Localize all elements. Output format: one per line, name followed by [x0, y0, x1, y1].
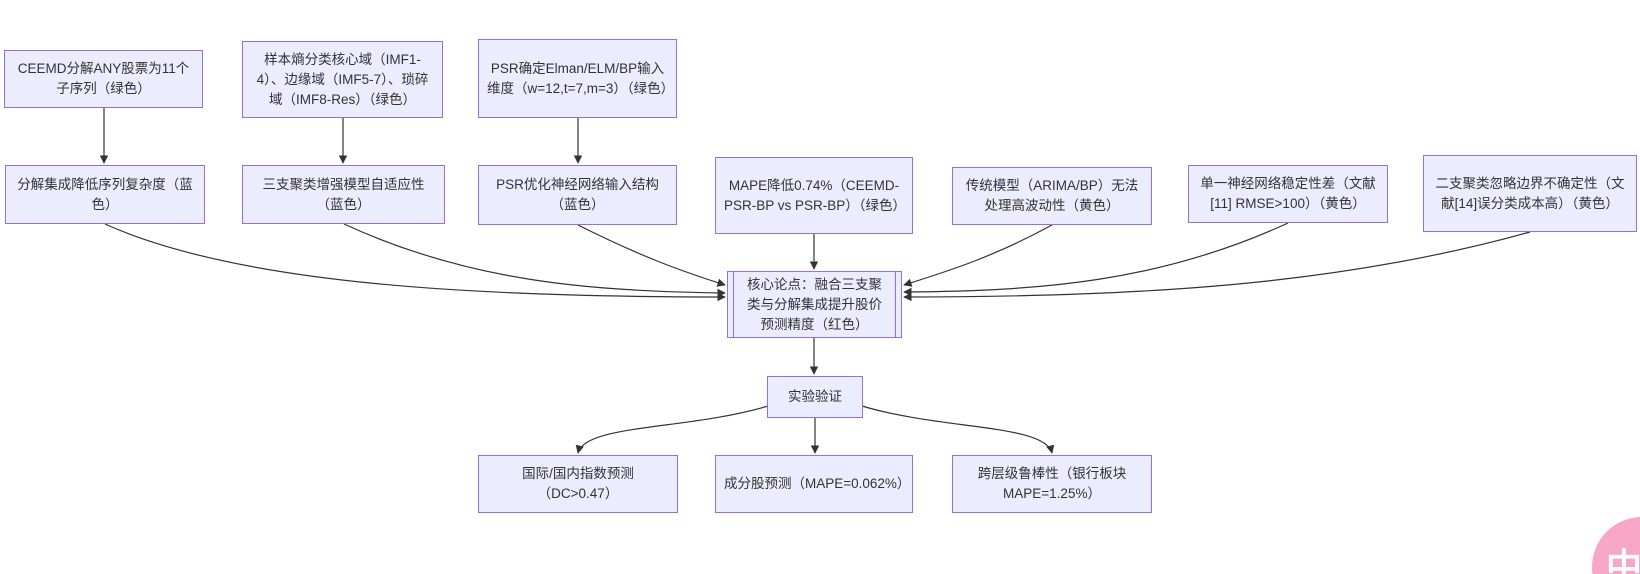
node-psr-input-dimension: PSR确定Elman/ELM/BP输入维度（w=12,t=7,m=3）（绿色）: [478, 39, 677, 118]
node-three-way-adaptivity: 三支聚类增强模型自适应性（蓝色）: [242, 165, 445, 224]
node-constituent-prediction: 成分股预测（MAPE=0.062%）: [715, 455, 913, 513]
edge-m6-core: [903, 222, 1289, 297]
node-index-prediction: 国际/国内指数预测（DC>0.47）: [478, 455, 678, 513]
node-mape-reduction: MAPE降低0.74%（CEEMD-PSR-BP vs PSR-BP）（绿色）: [715, 157, 913, 234]
node-sample-entropy-domains: 样本熵分类核心域（IMF1-4）、边缘域（IMF5-7）、琐碎域（IMF8-Re…: [242, 41, 443, 118]
edge-m5-core: [903, 224, 1053, 287]
node-two-way-clustering-limit: 二支聚类忽略边界不确定性（文献[14]误分类成本高）（黄色）: [1423, 155, 1637, 232]
node-traditional-model-limit: 传统模型（ARIMA/BP）无法处理高波动性（黄色）: [952, 167, 1152, 225]
node-cross-level-robustness: 跨层级鲁棒性（银行板块MAPE=1.25%）: [952, 455, 1152, 513]
node-experimental-validation: 实验验证: [767, 376, 863, 418]
node-core-thesis: 核心论点：融合三支聚类与分解集成提升股价预测精度（红色）: [727, 271, 902, 338]
edge-m2-core: [343, 223, 726, 298]
edge-m1-core: [104, 223, 726, 302]
edge-m7-core: [903, 231, 1531, 302]
edge-exp-b3: [861, 405, 1055, 454]
node-decomposition-complexity: 分解集成降低序列复杂度（蓝色）: [5, 165, 205, 224]
node-single-nn-instability: 单一神经网络稳定性差（文献[11] RMSE>100）（黄色）: [1188, 165, 1388, 223]
edge-m3-core: [577, 224, 726, 287]
edge-exp-b1: [575, 405, 769, 454]
node-ceemd-decomposition: CEEMD分解ANY股票为11个子序列（绿色）: [4, 50, 203, 108]
translate-button[interactable]: 中A: [1592, 517, 1640, 574]
node-psr-input-structure: PSR优化神经网络输入结构（蓝色）: [478, 165, 677, 225]
